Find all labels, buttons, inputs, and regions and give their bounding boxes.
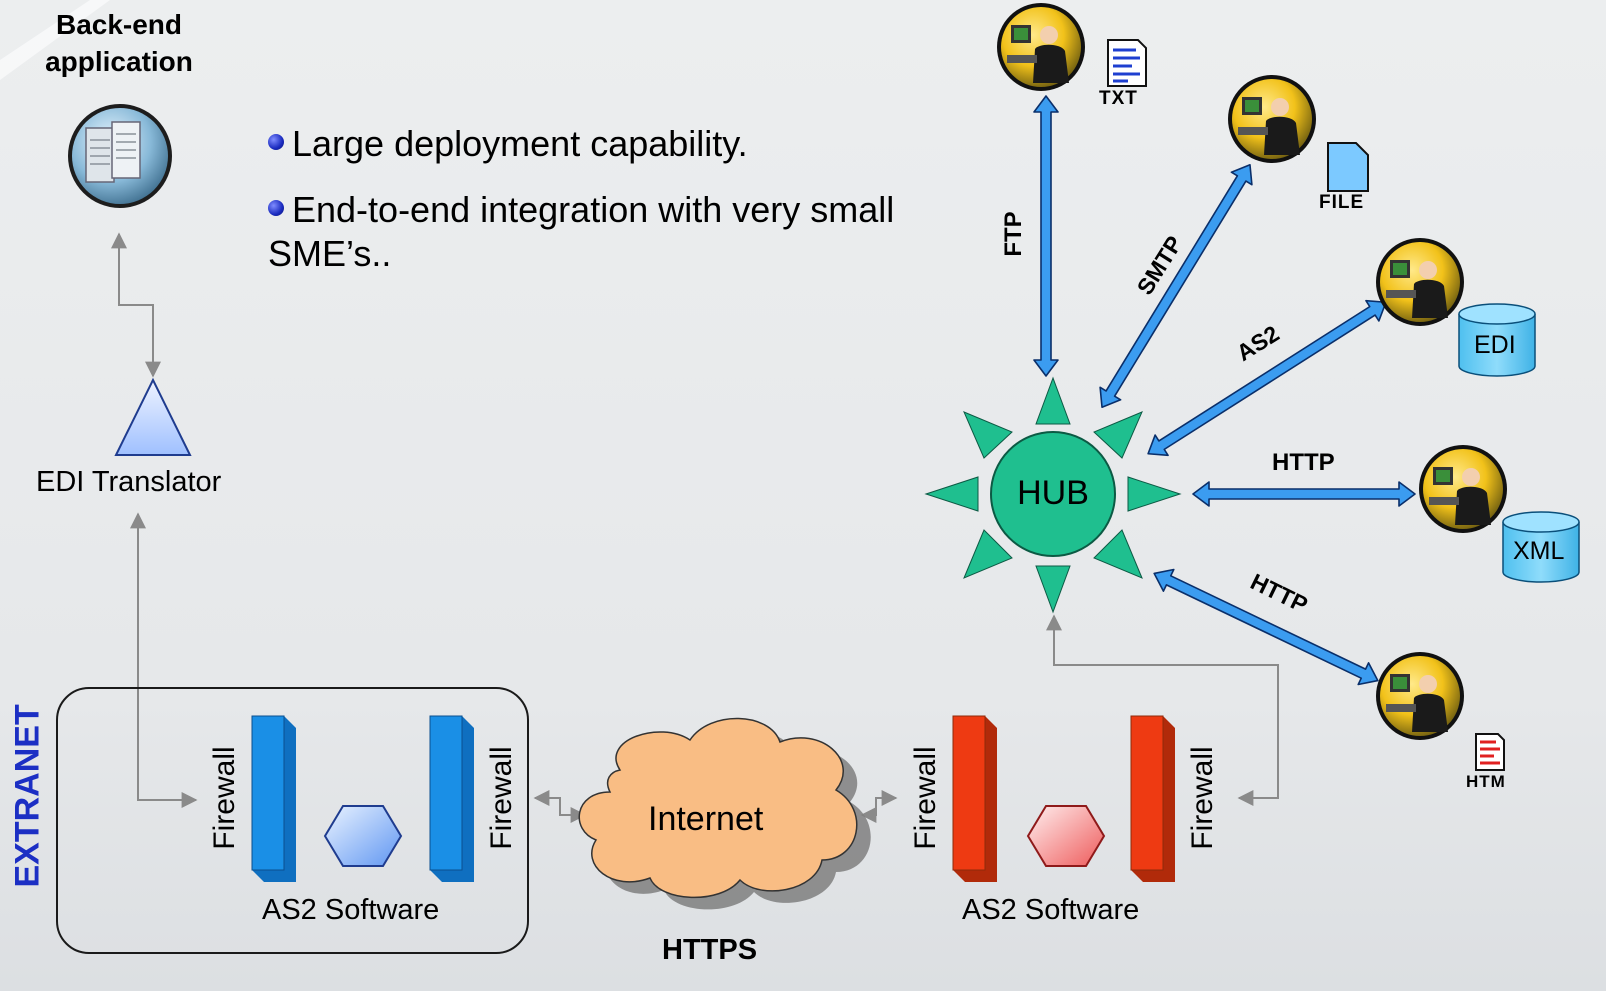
- xml-database-icon: [1502, 511, 1580, 583]
- xml-label: XML: [1513, 537, 1565, 565]
- hub-label: HUB: [1017, 474, 1089, 512]
- txt-file-label: TXT: [1099, 88, 1138, 109]
- triangle-icon: [114, 377, 192, 456]
- bullet-item: End-to-end integration with very small: [268, 188, 894, 232]
- backend-title-line2: application: [45, 46, 193, 77]
- bullet-icon: [268, 134, 284, 151]
- left-as2-hexagon: [323, 805, 403, 867]
- right-firewall-2: [1130, 715, 1175, 882]
- user-avatar-icon: [997, 3, 1507, 740]
- extranet-label: EXTRANET: [8, 704, 47, 888]
- txt-file-icon: [1107, 39, 1147, 87]
- backend-title: Back-end application: [34, 6, 204, 80]
- left-firewall-1: [251, 715, 296, 882]
- right-firewall-1-label: Firewall: [909, 746, 942, 850]
- edi-database-icon: [1458, 303, 1536, 377]
- bullet-continuation: SME’s..: [268, 233, 392, 274]
- server-icon: [68, 104, 172, 208]
- edi-label: EDI: [1474, 331, 1516, 359]
- spoke-arrows: [1033, 95, 1416, 686]
- htm-file-icon: [1475, 733, 1505, 771]
- internet-label: Internet: [648, 800, 764, 838]
- htm-file-label: HTM: [1466, 772, 1506, 791]
- extranet-box: [56, 687, 529, 954]
- ftp-label: FTP: [1000, 211, 1027, 257]
- backend-title-line1: Back-end: [55, 9, 183, 40]
- bullet-icon: [268, 200, 284, 217]
- right-software-label: AS2 Software: [962, 894, 1140, 926]
- connector-lines: [111, 232, 1279, 823]
- https-label: HTTPS: [662, 934, 758, 966]
- hub-sun: [924, 376, 1182, 614]
- generic-file-icon: [1327, 142, 1369, 192]
- hub-circle: [990, 431, 1116, 557]
- http-label-1: HTTP: [1272, 449, 1335, 476]
- left-firewall-2-label: Firewall: [485, 746, 518, 850]
- left-firewall-1-label: Firewall: [208, 746, 241, 850]
- file-label: FILE: [1319, 192, 1365, 213]
- internet-cloud: [578, 717, 871, 910]
- right-firewall-1: [952, 715, 997, 882]
- right-as2-hexagon: [1026, 805, 1106, 867]
- left-firewall-2: [429, 715, 474, 882]
- bullet-list: Large deployment capability. End-to-end …: [268, 122, 894, 276]
- right-firewall-2-label: Firewall: [1186, 746, 1219, 850]
- translator-label: EDI Translator: [36, 466, 222, 498]
- left-software-label: AS2 Software: [262, 894, 440, 926]
- bullet-item: Large deployment capability.: [268, 122, 894, 166]
